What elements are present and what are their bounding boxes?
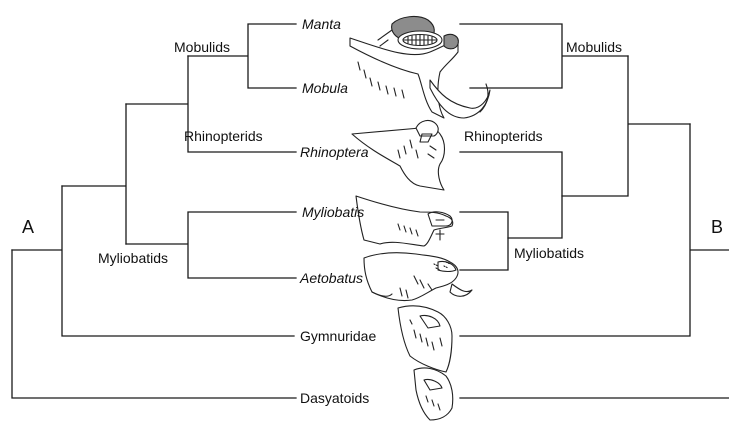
ray-illustrations	[350, 17, 490, 420]
tree-b-clade-rhinopterids: Rhinopterids	[464, 128, 543, 144]
tree-a-branch-myliobatids	[126, 212, 296, 278]
taxon-gymnuridae: Gymnuridae	[300, 328, 376, 344]
taxon-manta: Manta	[302, 16, 341, 32]
tree-b-branch-mobulids	[460, 24, 628, 88]
tree-a-branch-dasyatoids	[12, 250, 296, 398]
tree-a-branch-myliobatiformes	[62, 104, 126, 244]
tree-a-clade-rhinopterids: Rhinopterids	[184, 128, 263, 144]
taxon-aetobatus: Aetobatus	[299, 270, 363, 286]
tree-b-branch-rhinopterids	[460, 152, 562, 238]
tree-a	[12, 24, 296, 398]
tree-b	[460, 24, 729, 398]
tree-b-label: B	[711, 217, 723, 237]
manta-mobula-illustration	[350, 17, 490, 118]
taxon-myliobatis: Myliobatis	[302, 204, 364, 220]
tree-a-clade-mobulids: Mobulids	[174, 39, 230, 55]
tree-b-branch-myliobatiformes	[562, 56, 690, 196]
gymnuridae-illustration	[398, 306, 452, 372]
taxon-rhinoptera: Rhinoptera	[300, 144, 369, 160]
tree-b-branch-myliobatids	[460, 212, 508, 270]
taxon-mobula: Mobula	[302, 80, 348, 96]
tree-b-clade-mobulids: Mobulids	[566, 39, 622, 55]
tree-a-label: A	[22, 217, 34, 237]
myliobatis-illustration	[356, 196, 453, 246]
taxon-dasyatoids: Dasyatoids	[300, 390, 369, 406]
tree-b-branch-gymnuridae	[460, 124, 729, 336]
aetobatus-illustration	[364, 253, 472, 301]
dasyatoids-illustration	[414, 368, 453, 420]
tree-a-clade-myliobatids: Myliobatids	[98, 250, 168, 266]
tree-a-branch-mobulids	[188, 24, 296, 88]
tree-b-clade-myliobatids: Myliobatids	[514, 245, 584, 261]
